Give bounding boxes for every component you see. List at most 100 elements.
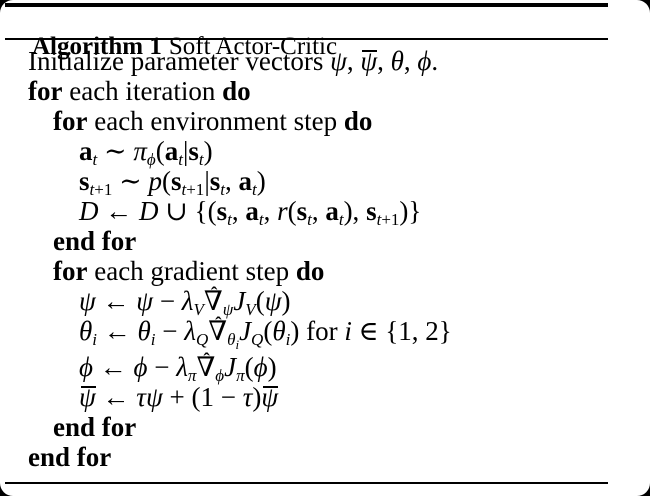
- math-token: t: [251, 180, 257, 199]
- math-token: −: [153, 286, 182, 316]
- math-token: +1: [94, 180, 113, 199]
- math-token: Q: [195, 330, 209, 349]
- math-token: D: [139, 196, 159, 226]
- math-token: i: [150, 330, 156, 349]
- math-token: end for: [53, 412, 137, 442]
- pseudocode-line: end for: [0, 226, 650, 256]
- math-token: ϕ: [417, 46, 432, 76]
- hat-accent: ˆ: [203, 350, 210, 372]
- math-token: J: [224, 352, 237, 382]
- math-token: i: [344, 316, 352, 346]
- pseudocode-line: at ∼ πϕ(at|st): [0, 136, 650, 169]
- math-token: ∼: [97, 136, 134, 166]
- math-token: ψ: [222, 300, 234, 319]
- math-token: ): [256, 166, 266, 196]
- math-token: π: [133, 136, 147, 166]
- math-token: ): [203, 136, 213, 166]
- math-token: J: [239, 316, 252, 346]
- math-token: ψ: [79, 382, 96, 412]
- math-token: ϕ: [253, 352, 268, 382]
- math-token: ): [290, 316, 300, 346]
- math-token: ∇ˆ: [203, 284, 223, 316]
- pseudocode-line: for each gradient step do: [0, 256, 650, 286]
- math-token: ←: [95, 286, 137, 316]
- math-token: s: [296, 196, 308, 226]
- math-token: τ: [136, 382, 146, 412]
- pseudocode-line: D ← D ∪ {(st, at, r(st, at), st+1)}: [0, 196, 650, 229]
- math-token: τ: [242, 382, 253, 412]
- math-token: θ: [227, 330, 236, 349]
- header-divider-rule: [5, 38, 608, 40]
- math-token: )}: [399, 196, 422, 226]
- math-token: + (1 −: [162, 382, 243, 412]
- math-token: ϕ: [146, 150, 156, 169]
- math-token: ϕ: [215, 366, 225, 385]
- math-token: ,: [311, 196, 326, 226]
- math-token: ←: [98, 196, 139, 226]
- math-token: θ: [272, 316, 286, 346]
- math-token: (: [155, 136, 165, 166]
- math-token: s: [216, 196, 228, 226]
- math-token: λ: [184, 316, 196, 346]
- math-token: ,: [263, 196, 278, 226]
- math-token: t: [338, 210, 344, 229]
- math-token: ): [252, 382, 262, 412]
- math-token: V: [193, 300, 204, 319]
- math-token: (: [255, 286, 265, 316]
- math-token: ψ: [136, 286, 154, 316]
- math-token: p: [148, 166, 162, 196]
- math-token: a: [245, 196, 259, 226]
- math-token: ∪ {(: [158, 196, 217, 226]
- math-token: t: [89, 180, 95, 199]
- math-token: ): [267, 352, 277, 382]
- math-token: θ: [79, 316, 93, 346]
- math-token: ,: [377, 46, 391, 76]
- math-token: ψ: [261, 382, 279, 412]
- math-token: i: [92, 330, 97, 349]
- math-token: t: [220, 180, 225, 199]
- math-token: r: [277, 196, 288, 226]
- top-rule: [5, 3, 608, 7]
- math-token: (: [263, 316, 273, 346]
- math-token: +1: [186, 180, 205, 199]
- math-token: (: [244, 352, 254, 382]
- nabla-symbol: ∇: [208, 316, 228, 346]
- math-token: θ: [390, 46, 404, 76]
- math-token: .: [431, 46, 439, 76]
- math-token: a: [164, 136, 179, 166]
- nabla-symbol: ∇: [203, 286, 223, 316]
- math-token: ): [281, 286, 291, 316]
- math-token: |: [182, 136, 189, 166]
- math-token: ψ: [145, 382, 163, 412]
- math-token: ,: [224, 166, 239, 196]
- math-token: do: [222, 76, 251, 106]
- math-token: (: [161, 166, 171, 196]
- math-token: ←: [95, 382, 137, 412]
- math-token: a: [238, 166, 252, 196]
- math-token: for: [299, 316, 345, 346]
- math-token: s: [209, 166, 221, 196]
- math-token: t: [307, 210, 312, 229]
- math-token: s: [188, 136, 199, 166]
- math-token: ←: [92, 352, 134, 382]
- pseudocode-line: ψ ← τψ + (1 − τ)ψ: [0, 382, 650, 412]
- math-token: V: [245, 300, 256, 319]
- math-token: s: [366, 196, 377, 226]
- math-token: a: [325, 196, 339, 226]
- math-token: for: [28, 76, 63, 106]
- math-token: −: [155, 316, 185, 346]
- math-token: end for: [53, 226, 137, 256]
- math-token: Initialize parameter vectors: [28, 46, 331, 76]
- math-token: t: [376, 210, 382, 229]
- math-token: t: [178, 150, 183, 169]
- math-token: t: [198, 150, 204, 169]
- math-token: θ: [137, 316, 151, 346]
- math-token: for: [53, 106, 88, 136]
- math-token: each iteration: [62, 76, 223, 106]
- math-token: |: [204, 166, 210, 196]
- math-token: t: [92, 150, 98, 169]
